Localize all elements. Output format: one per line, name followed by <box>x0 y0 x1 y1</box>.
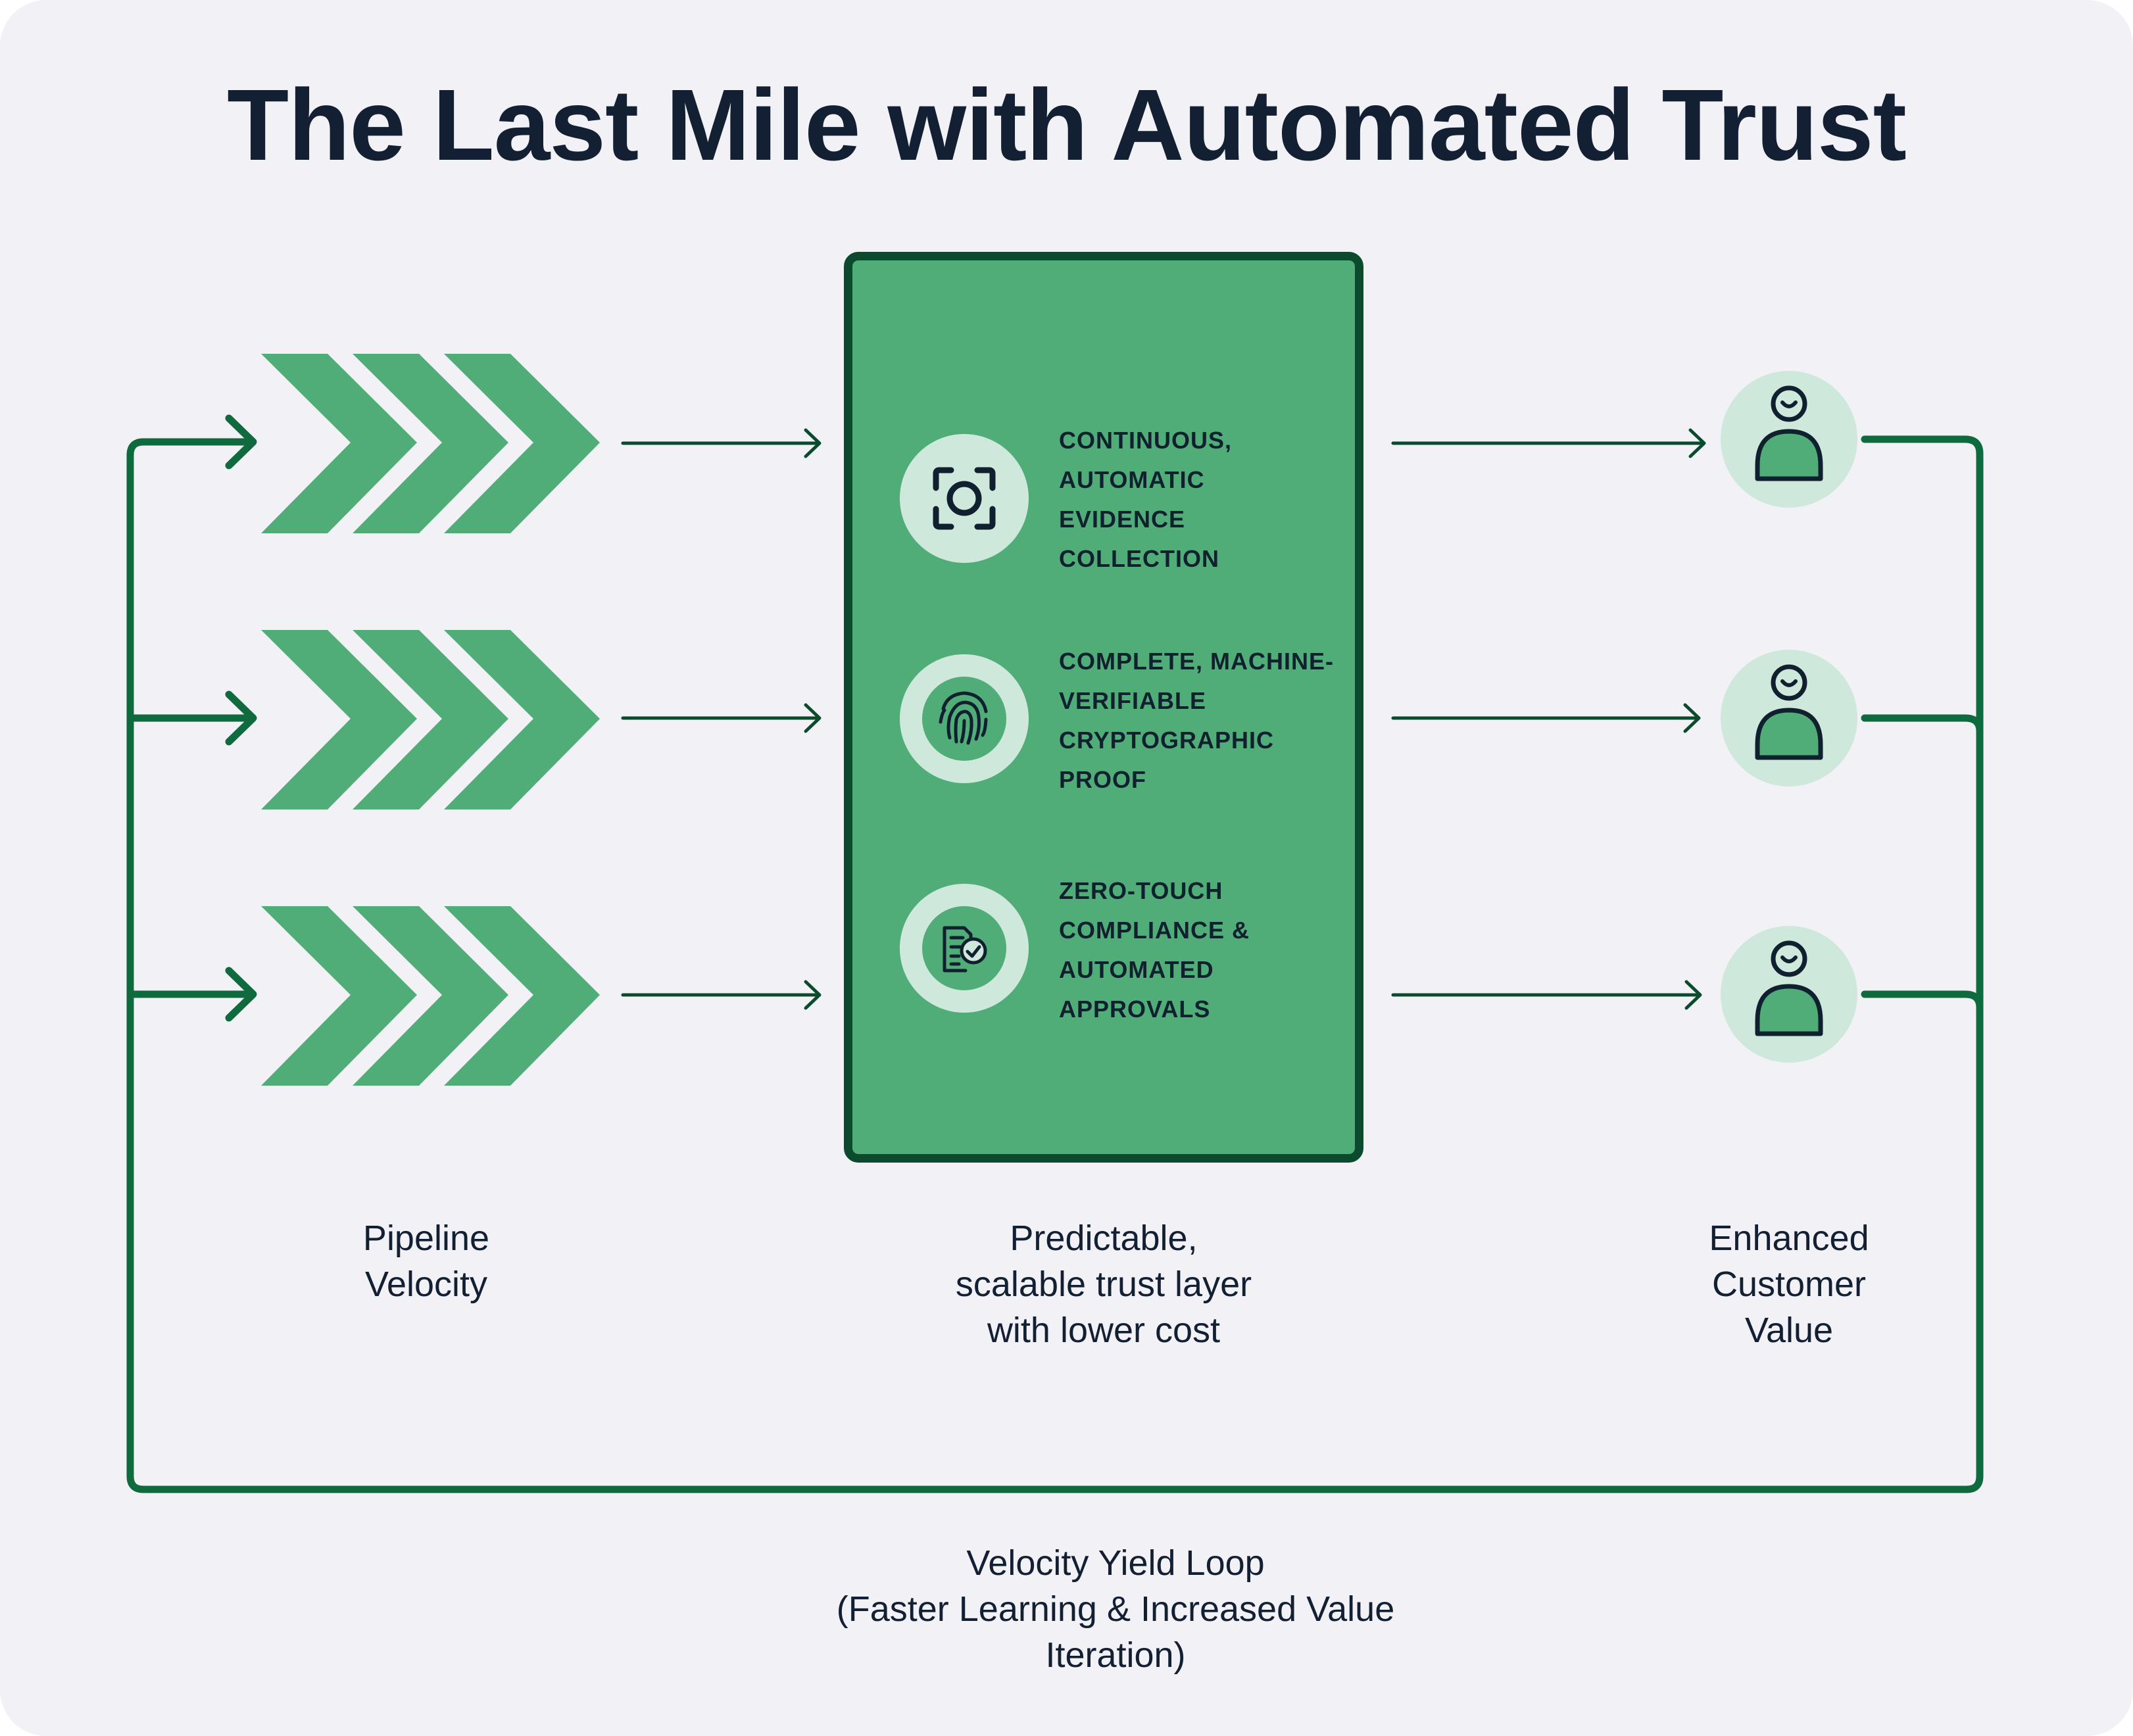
feature-zero-touch-compliance: ZERO-TOUCH COMPLIANCE & AUTOMATED APPROV… <box>1059 871 1250 1029</box>
feature-line: COMPLIANCE & <box>1059 917 1250 944</box>
camera-scan-icon <box>900 434 1029 563</box>
person-icon <box>1721 371 1857 508</box>
caption-line: Velocity <box>364 1265 488 1304</box>
caption-line: Velocity Yield Loop <box>966 1543 1265 1583</box>
trust-layer-box <box>844 252 1363 1163</box>
feature-line: CRYPTOGRAPHIC <box>1059 727 1275 754</box>
caption-line: with lower cost <box>987 1311 1221 1350</box>
caption-line: Value <box>1744 1311 1834 1350</box>
feature-line: APPROVALS <box>1059 996 1211 1023</box>
feature-cryptographic-proof: COMPLETE, MACHINE- VERIFIABLE CRYPTOGRAP… <box>1059 642 1334 800</box>
document-check-icon <box>900 884 1029 1013</box>
caption-velocity-yield-loop: Velocity Yield Loop (Faster Learning & I… <box>704 1540 1527 1678</box>
loop-arrowheads <box>225 414 257 1022</box>
caption-line: Pipeline <box>362 1218 490 1258</box>
caption-pipeline-velocity: Pipeline Velocity <box>262 1215 591 1307</box>
caption-customer-value: Enhanced Customer Value <box>1625 1215 1953 1353</box>
caption-line: (Faster Learning & Increased Value <box>836 1589 1395 1629</box>
caption-line: scalable trust layer <box>955 1265 1252 1304</box>
feature-line: COLLECTION <box>1059 545 1219 572</box>
fingerprint-icon <box>900 654 1029 783</box>
caption-line: Enhanced <box>1709 1218 1869 1258</box>
person-icon <box>1721 650 1857 786</box>
feature-line: PROOF <box>1059 766 1147 793</box>
chevron-arrows-icon <box>261 354 600 1086</box>
caption-trust-layer: Predictable, scalable trust layer with l… <box>808 1215 1400 1353</box>
feature-line: VERIFIABLE <box>1059 687 1207 714</box>
caption-line: Predictable, <box>1010 1218 1198 1258</box>
caption-line: Iteration) <box>1045 1635 1186 1675</box>
person-icon <box>1721 926 1857 1063</box>
output-arrows <box>1391 428 1706 1010</box>
feature-line: EVIDENCE <box>1059 506 1186 533</box>
velocity-loop-line <box>126 435 1984 1493</box>
page-title: The Last Mile with Automated Trust <box>227 68 1907 181</box>
feature-line: CONTINUOUS, <box>1059 427 1232 454</box>
feature-line: AUTOMATED <box>1059 956 1214 983</box>
feature-line: AUTOMATIC <box>1059 466 1205 493</box>
feature-line: COMPLETE, MACHINE- <box>1059 648 1334 675</box>
caption-line: Customer <box>1711 1265 1867 1304</box>
feature-evidence-collection: CONTINUOUS, AUTOMATIC EVIDENCE COLLECTIO… <box>1059 421 1232 579</box>
feature-line: ZERO-TOUCH <box>1059 877 1223 904</box>
input-arrows <box>621 428 821 1010</box>
